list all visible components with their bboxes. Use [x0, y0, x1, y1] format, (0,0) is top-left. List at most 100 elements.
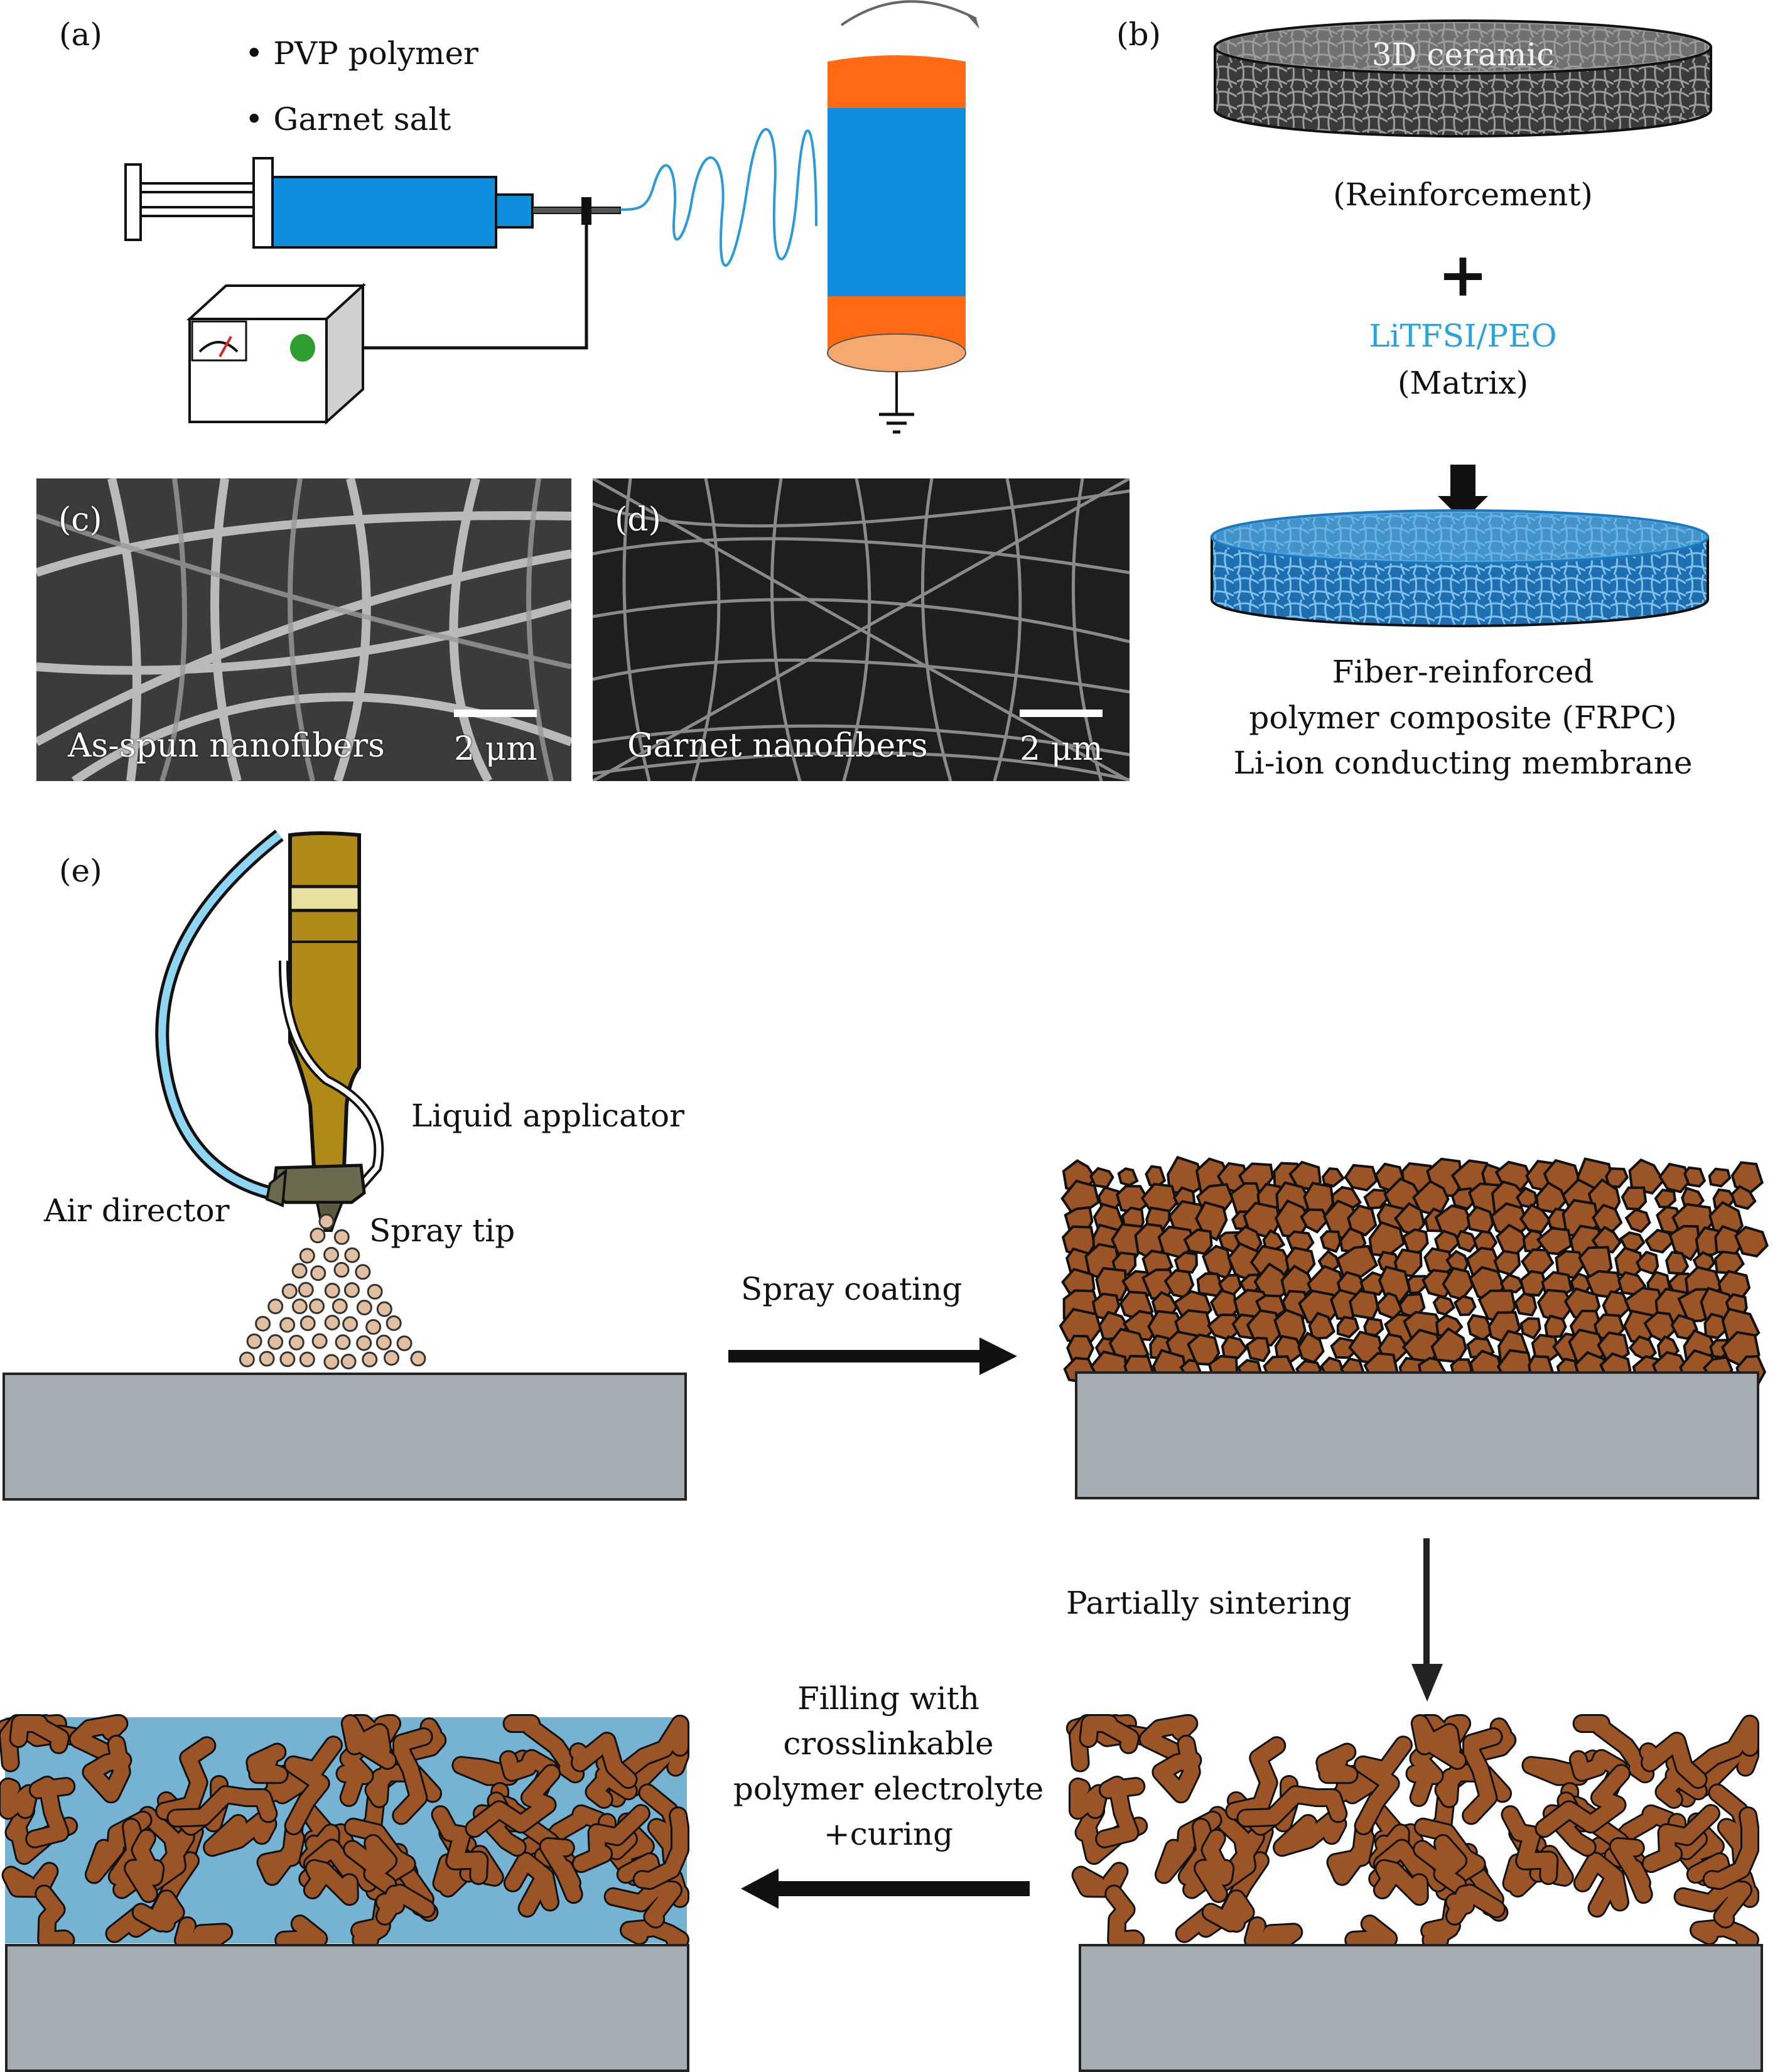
scale-label: 2 μm — [454, 730, 537, 768]
droplet — [310, 1228, 326, 1244]
sintered-branch — [1374, 1840, 1446, 1891]
ceramic-particle — [1624, 1208, 1651, 1233]
sintered-branch — [1356, 1737, 1411, 1833]
ceramic-particle — [1117, 1167, 1139, 1187]
sintered-branch — [3, 1864, 57, 1896]
panel-c-label: (c) — [58, 501, 102, 539]
droplet — [333, 1229, 350, 1245]
sintered-branch — [133, 1891, 183, 1931]
sintered-branch — [1464, 1729, 1501, 1823]
filling-line: +curing — [823, 1816, 954, 1852]
disk-top-label: 3D ceramic — [1371, 36, 1555, 73]
ceramic-particle — [1321, 1167, 1346, 1188]
sintered-branch — [27, 1778, 74, 1847]
collector-end-cap — [827, 333, 966, 372]
droplet — [386, 1315, 402, 1331]
rotation-arrow-icon — [840, 0, 977, 26]
ceramic-disk — [1214, 19, 1712, 138]
sintering-label: Partially sintering — [1066, 1585, 1352, 1621]
droplet — [324, 1314, 340, 1330]
bullet-item-pvp: • PVP polymer — [245, 35, 478, 72]
droplet — [356, 1335, 372, 1351]
composite-disk — [1211, 509, 1709, 627]
ceramic-particle — [1670, 1314, 1698, 1341]
sintered-branch — [36, 1886, 73, 1948]
sintered-branch — [205, 1812, 276, 1855]
droplet — [356, 1299, 372, 1315]
ceramic-particle — [1347, 1204, 1378, 1237]
sintered-branch — [258, 1816, 303, 1884]
ceramic-particle — [1734, 1226, 1769, 1258]
substrate-filled — [5, 1944, 689, 2072]
electrospinning-setup — [124, 0, 979, 434]
ceramic-particle — [1654, 1188, 1677, 1209]
ceramic-particle — [1246, 1309, 1283, 1347]
droplet — [376, 1301, 392, 1317]
substrate-spray — [3, 1373, 687, 1501]
sintered-branch — [1675, 1881, 1751, 1927]
matrix-label: (Matrix) — [1397, 365, 1529, 401]
ceramic-particle — [1173, 1251, 1199, 1274]
sintered-branch — [505, 1853, 558, 1916]
sintered-branch — [1574, 1716, 1653, 1782]
ceramic-particle — [1519, 1317, 1541, 1340]
ceramic-particle — [1344, 1163, 1379, 1192]
droplet — [239, 1351, 255, 1368]
ceramic-particle — [1621, 1186, 1648, 1211]
sem-image-as-spun: (c) As-spun nanofibers 2 μm — [36, 478, 571, 781]
bullet-item-garnet: • Garnet salt — [245, 101, 451, 138]
sintered-branch — [342, 1716, 396, 1768]
ceramic-particle — [1708, 1167, 1732, 1188]
packed-particles-layer — [1059, 1155, 1769, 1391]
sintered-branch — [634, 1808, 688, 1888]
ceramic-particle — [1455, 1229, 1478, 1253]
panel-a-label: (a) — [59, 16, 102, 53]
result-line-3: Li-ion conducting membrane — [1233, 745, 1693, 781]
spray-tip-label: Spray tip — [369, 1212, 515, 1249]
ceramic-particle — [1330, 1337, 1357, 1359]
ceramic-particle — [1432, 1295, 1456, 1316]
substrate-sintered — [1079, 1944, 1763, 2072]
sintered-branch — [1195, 1830, 1233, 1901]
droplet — [281, 1283, 298, 1299]
sintered-branch — [337, 1743, 372, 1805]
droplet — [310, 1265, 326, 1282]
droplet — [311, 1333, 328, 1349]
sintered-branch — [286, 1737, 341, 1833]
sem-caption-garnet: Garnet nanofibers — [627, 727, 928, 765]
droplet — [267, 1334, 284, 1350]
sem-image-garnet: (d) Garnet nanofibers 2 μm — [593, 478, 1130, 781]
droplet — [279, 1351, 296, 1368]
result-line-1: Fiber-reinforced — [1332, 654, 1594, 690]
droplet — [367, 1283, 383, 1300]
droplet — [299, 1315, 316, 1332]
sintered-branch — [176, 1918, 232, 1948]
ceramic-particle — [1730, 1185, 1757, 1211]
ceramic-particle — [1221, 1335, 1248, 1359]
ceramic-particle — [1644, 1228, 1675, 1254]
ceramic-particle — [1453, 1295, 1477, 1317]
droplet — [342, 1316, 359, 1332]
droplet — [396, 1335, 413, 1352]
droplet — [355, 1264, 371, 1280]
sintered-branch — [1643, 1806, 1718, 1872]
ceramic-particle — [1089, 1167, 1114, 1189]
droplet — [255, 1315, 271, 1332]
ceramic-particle — [1544, 1314, 1567, 1339]
sem-caption-as-spun: As-spun nanofibers — [68, 727, 385, 765]
spray-applicator — [155, 829, 384, 1232]
sintered-branch — [467, 1766, 559, 1837]
syringe-plunger — [124, 157, 274, 249]
sintered-branch — [1246, 1918, 1302, 1948]
sintered-branch — [168, 1787, 276, 1826]
sintered-branch — [1691, 1920, 1757, 1948]
droplet — [324, 1283, 340, 1299]
droplet — [323, 1246, 340, 1263]
sintered-branch — [1153, 1736, 1200, 1802]
ceramic-particle — [1300, 1208, 1330, 1234]
sintered-branch — [1238, 1787, 1346, 1826]
droplet — [410, 1351, 426, 1367]
sintered-branch — [1275, 1812, 1346, 1855]
droplet — [288, 1334, 305, 1351]
sintered-branch — [622, 1920, 688, 1948]
